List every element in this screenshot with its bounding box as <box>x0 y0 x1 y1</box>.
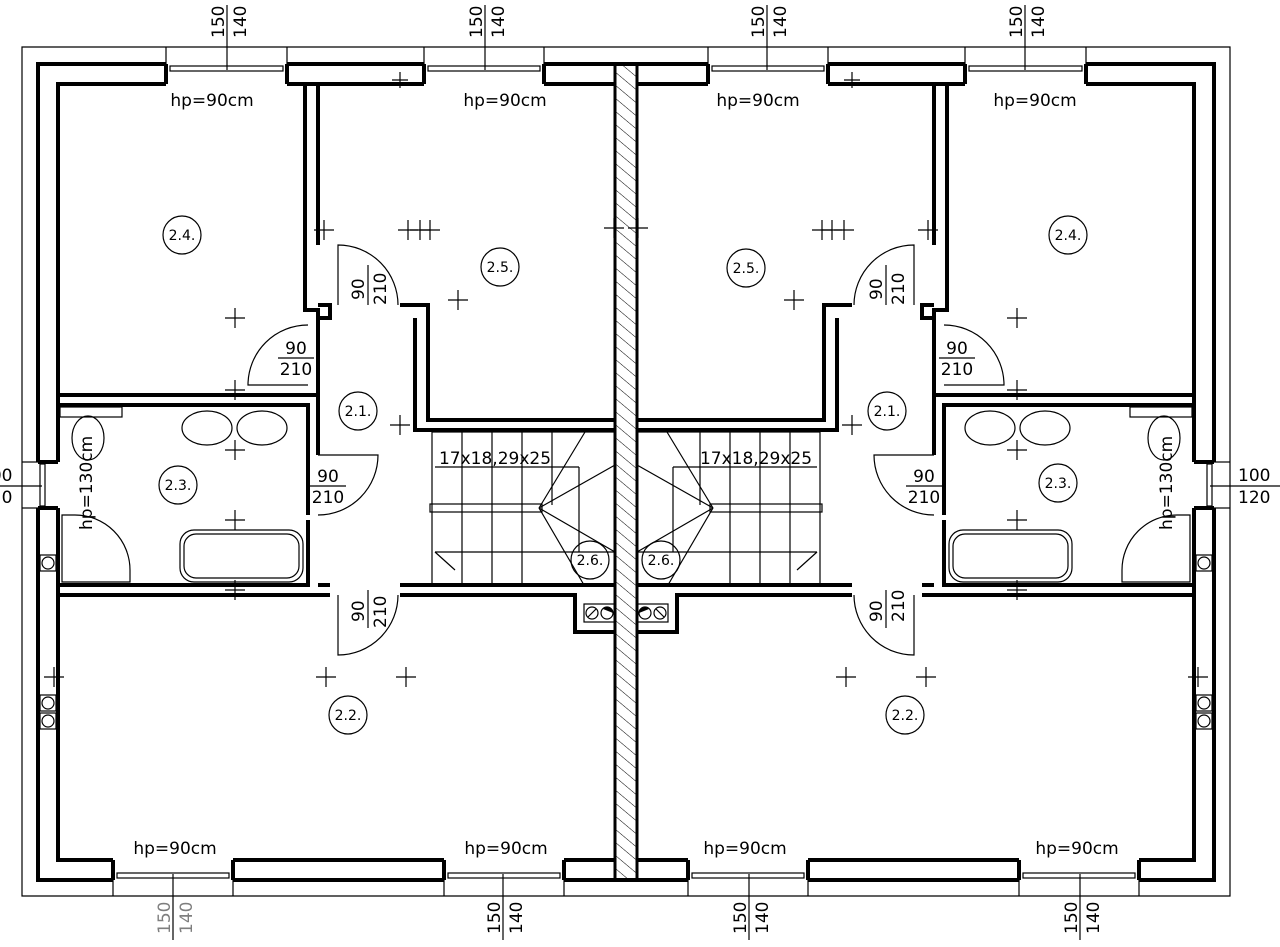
svg-text:210: 210 <box>889 590 909 622</box>
svg-text:210: 210 <box>371 273 391 305</box>
sill-height: hp=90cm <box>1035 839 1118 859</box>
sill-height: hp=90cm <box>464 839 547 859</box>
svg-text:90: 90 <box>349 278 369 300</box>
room-tag: 2.5. <box>726 248 766 288</box>
svg-text:2.5.: 2.5. <box>733 261 760 277</box>
dim-lower: 140 <box>1029 6 1049 38</box>
stair-spec: 17x18,29x25 <box>700 449 812 469</box>
svg-text:210: 210 <box>908 488 940 508</box>
dim-upper: 150 <box>485 902 505 934</box>
svg-text:90: 90 <box>913 467 935 487</box>
svg-text:90: 90 <box>285 339 307 359</box>
dim-lower: 140 <box>507 902 527 934</box>
dim-right-upper: 100 <box>1238 466 1270 486</box>
dim-upper: 150 <box>155 902 175 934</box>
svg-text:210: 210 <box>280 360 312 380</box>
svg-text:90: 90 <box>349 600 369 622</box>
svg-text:210: 210 <box>941 360 973 380</box>
room-tag: 2.6. <box>570 540 610 580</box>
room-tag: 2.6. <box>641 540 681 580</box>
unit-left-labels: hp=90cm hp=90cm hp=90cm hp=90cm hp=130cm… <box>77 91 610 859</box>
top-dimensions: 150 140 150 140 150 140 150 140 <box>209 6 1049 38</box>
sill-height: hp=90cm <box>463 91 546 111</box>
party-wall <box>613 62 639 882</box>
dim-upper: 150 <box>467 6 487 38</box>
dim-right-lower: 120 <box>1238 488 1270 508</box>
svg-text:2.5.: 2.5. <box>487 260 514 276</box>
room-tag: 2.1. <box>338 391 378 431</box>
room-tag: 2.4. <box>1048 215 1088 255</box>
door-tag: 90 210 <box>278 339 314 380</box>
dim-upper: 150 <box>749 6 769 38</box>
dim-upper: 150 <box>209 6 229 38</box>
svg-text:210: 210 <box>371 596 391 628</box>
unit-right-labels: hp=90cm hp=90cm hp=90cm hp=90cm hp=130cm… <box>641 91 1177 859</box>
svg-text:2.2.: 2.2. <box>892 708 919 724</box>
svg-text:90: 90 <box>867 600 887 622</box>
sill-height: hp=90cm <box>716 91 799 111</box>
dim-lower: 140 <box>177 902 197 934</box>
door-tag: 90 210 <box>349 590 391 628</box>
svg-text:2.3.: 2.3. <box>165 478 192 494</box>
dim-lower: 140 <box>489 6 509 38</box>
svg-text:2.6.: 2.6. <box>577 553 604 569</box>
svg-text:2.2.: 2.2. <box>335 708 362 724</box>
door-tag: 90 210 <box>310 467 346 508</box>
dim-lower: 140 <box>1084 902 1104 934</box>
svg-text:2.1.: 2.1. <box>874 404 901 420</box>
svg-text:90: 90 <box>317 467 339 487</box>
door-tag: 90 210 <box>349 265 391 305</box>
room-tag: 2.2. <box>328 695 368 735</box>
svg-text:2.4.: 2.4. <box>1055 228 1082 244</box>
dim-lower: 140 <box>753 902 773 934</box>
sill-height: hp=90cm <box>133 839 216 859</box>
dim-upper: 150 <box>1062 902 1082 934</box>
room-tag: 2.2. <box>885 695 925 735</box>
svg-text:2.3.: 2.3. <box>1045 476 1072 492</box>
dim-lower: 140 <box>231 6 251 38</box>
sill-height: hp=90cm <box>170 91 253 111</box>
svg-text:2.1.: 2.1. <box>345 404 372 420</box>
room-tag: 2.1. <box>867 391 907 431</box>
svg-text:210: 210 <box>312 488 344 508</box>
bathroom-sill-height: hp=130cm <box>77 436 97 530</box>
svg-text:2.4.: 2.4. <box>169 228 196 244</box>
svg-text:90: 90 <box>867 278 887 300</box>
door-tag: 90 210 <box>867 590 909 628</box>
door-tag: 90 210 <box>939 339 975 380</box>
dim-upper: 150 <box>1007 6 1027 38</box>
svg-text:2.6.: 2.6. <box>648 553 675 569</box>
door-tag: 90 210 <box>906 467 942 508</box>
room-tag: 2.3. <box>1038 463 1078 503</box>
sill-height: hp=90cm <box>703 839 786 859</box>
room-tag: 2.5. <box>480 247 520 287</box>
dim-upper: 150 <box>731 902 751 934</box>
svg-text:90: 90 <box>946 339 968 359</box>
svg-text:210: 210 <box>889 273 909 305</box>
door-tag: 90 210 <box>867 265 909 305</box>
dimension-lines <box>0 5 1280 940</box>
bathroom-sill-height: hp=130cm <box>1157 436 1177 530</box>
room-tag: 2.3. <box>158 465 198 505</box>
dim-left-upper: 100 <box>0 466 12 486</box>
dim-left-lower: 120 <box>0 488 12 508</box>
room-tag: 2.4. <box>162 215 202 255</box>
bottom-dimensions: 150 140 150 140 150 140 150 140 <box>155 902 1104 934</box>
sill-height: hp=90cm <box>993 91 1076 111</box>
stair-spec: 17x18,29x25 <box>439 449 551 469</box>
dim-lower: 140 <box>771 6 791 38</box>
